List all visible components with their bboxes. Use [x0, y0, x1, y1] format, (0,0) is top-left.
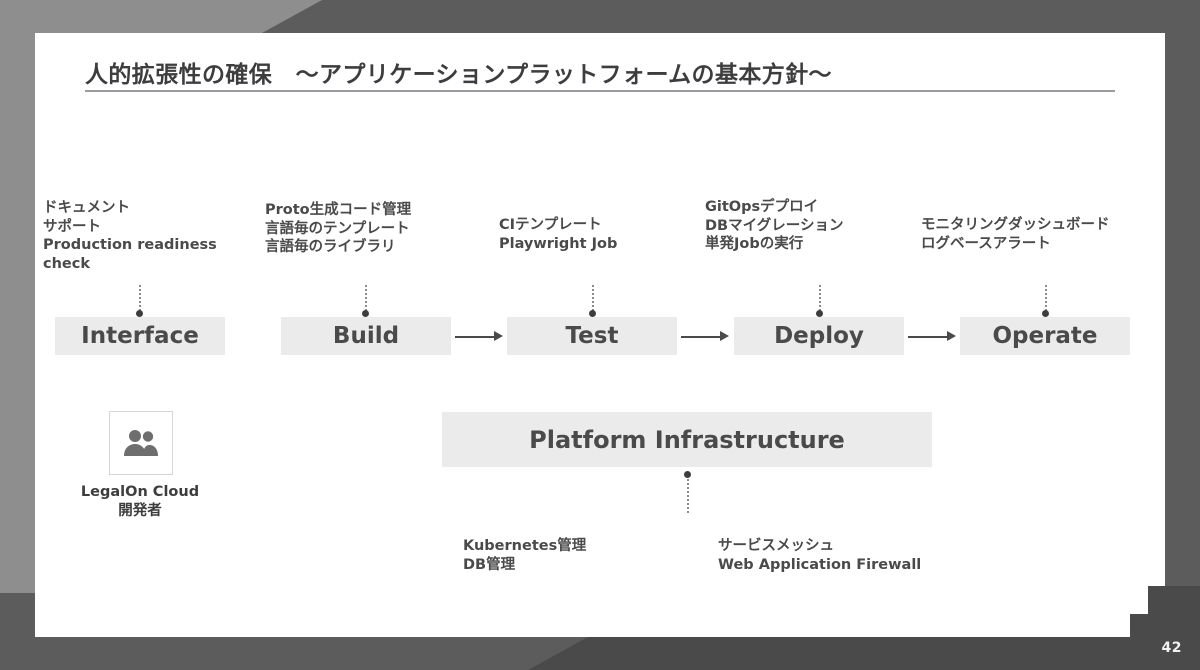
connector-dot-build	[362, 310, 369, 317]
arrow-deploy-to-operate	[908, 331, 956, 342]
annotation-platform-right: サービスメッシュ Web Application Firewall	[718, 537, 921, 574]
annotation-build: Proto生成コード管理 言語毎のテンプレート 言語毎のライブラリ	[265, 201, 411, 257]
connector-build	[365, 285, 369, 311]
connector-dot-deploy	[816, 310, 823, 317]
arrow-shaft	[681, 336, 721, 338]
page-number: 42	[1161, 640, 1182, 656]
connector-operate	[1045, 285, 1049, 311]
stage-box-interface[interactable]: Interface	[55, 317, 225, 355]
title-divider	[85, 90, 1115, 92]
connector-test	[592, 285, 596, 311]
connector-deploy	[819, 285, 823, 311]
arrow-head	[947, 331, 956, 341]
annotation-operate: モニタリングダッシュボード ログベースアラート	[921, 216, 1110, 253]
annotation-operate-line-1: モニタリングダッシュボード	[921, 217, 1110, 233]
annotation-interface-line-1: ドキュメント	[43, 200, 130, 216]
persona-label: LegalOn Cloud 開発者	[50, 483, 230, 521]
persona-label-line-2: 開発者	[118, 503, 162, 519]
annotation-platform-left-line-1: Kubernetes管理	[463, 538, 587, 554]
connector-platform	[687, 479, 691, 513]
arrow-test-to-deploy	[681, 331, 729, 342]
persona-label-line-1: LegalOn Cloud	[80, 484, 200, 500]
annotation-platform-left: Kubernetes管理 DB管理	[463, 537, 586, 574]
annotation-deploy-line-2: DBマイグレーション	[705, 217, 844, 234]
frame-right-strip	[1165, 0, 1200, 670]
stage-box-test[interactable]: Test	[507, 317, 677, 355]
annotation-operate-line-2: ログベースアラート	[921, 235, 1051, 252]
annotation-build-line-1: Proto生成コード管理	[265, 202, 412, 218]
connector-dot-operate	[1042, 310, 1049, 317]
annotation-interface-line-2: サポート	[43, 218, 101, 235]
arrow-head	[720, 331, 729, 341]
connector-dot-test	[589, 310, 596, 317]
annotation-build-line-3: 言語毎のライブラリ	[265, 239, 396, 255]
annotation-test: CIテンプレート Playwright Job	[499, 216, 617, 253]
arrow-shaft	[455, 336, 495, 338]
frame-left-strip	[0, 0, 35, 670]
people-icon	[124, 430, 158, 456]
annotation-interface: ドキュメント サポート Production readiness check	[43, 199, 217, 273]
annotation-test-line-1: CIテンプレート	[499, 217, 602, 233]
annotation-deploy-line-1: GitOpsデプロイ	[705, 199, 819, 215]
annotation-platform-right-line-2: Web Application Firewall	[718, 556, 922, 573]
annotation-platform-right-line-1: サービスメッシュ	[718, 538, 834, 554]
stage-box-operate[interactable]: Operate	[960, 317, 1130, 355]
stage-box-deploy[interactable]: Deploy	[734, 317, 904, 355]
frame-top-dark-wedge	[262, 0, 1200, 33]
annotation-platform-left-line-2: DB管理	[463, 556, 516, 573]
slide-canvas: 人的拡張性の確保 〜アプリケーションプラットフォームの基本方針〜 ドキュメント …	[35, 33, 1165, 637]
connector-dot-platform	[684, 471, 691, 478]
platform-infrastructure-box[interactable]: Platform Infrastructure	[442, 412, 932, 467]
arrow-head	[494, 331, 503, 341]
annotation-deploy: GitOpsデプロイ DBマイグレーション 単発Jobの実行	[705, 198, 844, 254]
connector-interface	[139, 285, 143, 311]
annotation-interface-line-3: Production readiness	[43, 237, 217, 253]
annotation-interface-line-4: check	[43, 255, 90, 272]
annotation-test-line-2: Playwright Job	[499, 235, 618, 252]
persona-icon-frame	[109, 411, 173, 475]
frame-bottom-wedge	[528, 637, 1200, 670]
arrow-build-to-test	[455, 331, 503, 342]
arrow-shaft	[908, 336, 948, 338]
annotation-deploy-line-3: 単発Jobの実行	[705, 236, 804, 252]
connector-dot-interface	[136, 310, 143, 317]
page-title: 人的拡張性の確保 〜アプリケーションプラットフォームの基本方針〜	[85, 62, 832, 88]
stage-box-build[interactable]: Build	[281, 317, 451, 355]
annotation-build-line-2: 言語毎のテンプレート	[265, 220, 410, 237]
